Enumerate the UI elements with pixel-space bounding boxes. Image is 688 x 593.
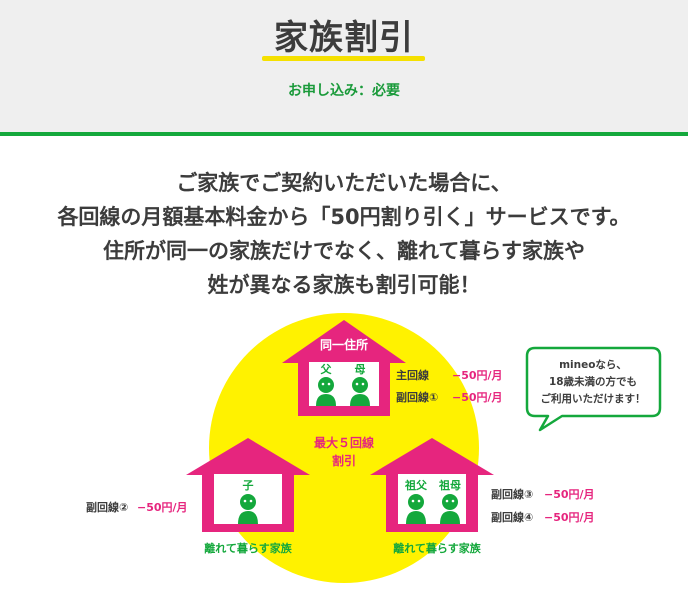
- main-line-discount: −50円/月: [452, 369, 503, 382]
- header-divider: [0, 132, 688, 136]
- sub-line-3-discount: −50円/月: [544, 488, 595, 501]
- title-underline: [262, 56, 425, 61]
- person-mother-label: 母: [355, 363, 366, 376]
- lead-line-4: 姓が異なる家族も割引可能！: [207, 273, 481, 297]
- person-child-label: 子: [243, 479, 254, 492]
- sub-line-1-discount: −50円/月: [452, 391, 503, 404]
- lead-line-2: 各回線の月額基本料金から「50円割り引く」サービスです。: [57, 205, 631, 229]
- bubble-line-1: mineoなら、: [559, 359, 627, 371]
- house-top-label: 同一住所: [320, 337, 368, 352]
- max-lines-label: 最大５回線: [314, 435, 374, 450]
- speech-bubble-shape: [525, 346, 662, 432]
- discount-label: 割引: [332, 453, 356, 468]
- sub-line-2-name: 副回線②: [86, 500, 128, 514]
- sub-line-2-discount: −50円/月: [137, 501, 188, 514]
- house-right: 祖父 祖母: [370, 438, 494, 532]
- bubble-line-2: 18歳未満の方でも: [549, 375, 637, 388]
- sub-line-1-name: 副回線①: [396, 390, 438, 404]
- house-left: 子: [186, 438, 310, 532]
- lead-line-1: ご家族でご契約いただいた場合に、: [176, 171, 512, 195]
- person-mother-icon: [350, 377, 370, 406]
- speech-bubble: mineoなら、 18歳未満の方でも ご利用いただけます！: [525, 346, 662, 432]
- sub-line-4-discount: −50円/月: [544, 511, 595, 524]
- apply-note: お申し込み：必要: [288, 83, 400, 99]
- house-top: 同一住所 父 母: [282, 320, 406, 416]
- lead-text: ご家族でご契約いただいた場合に、 各回線の月額基本料金から「50円割り引く」サー…: [0, 166, 688, 302]
- bubble-line-3: ご利用いただけます！: [541, 392, 646, 405]
- family-discount-diagram: 同一住所 父 母 主回線 −50円/月 副回線① −50円/月 最大５回線 割引…: [86, 313, 662, 583]
- sub-line-3-name: 副回線③: [491, 487, 533, 501]
- person-child-icon: [238, 494, 258, 524]
- house-left-caption: 離れて暮らす家族: [204, 541, 292, 555]
- person-grandfather-icon: [406, 494, 426, 524]
- page-title: 家族割引: [274, 18, 414, 58]
- main-line-name: 主回線: [396, 368, 429, 382]
- person-grandmother-label: 祖母: [438, 478, 461, 492]
- sub-line-4-name: 副回線④: [491, 510, 533, 524]
- person-grandmother-icon: [440, 494, 460, 524]
- person-grandfather-label: 祖父: [404, 478, 428, 492]
- person-father-label: 父: [320, 363, 333, 376]
- person-father-icon: [316, 377, 336, 406]
- header-band: [0, 0, 688, 132]
- house-right-caption: 離れて暮らす家族: [393, 541, 481, 555]
- lead-line-3: 住所が同一の家族だけでなく、離れて暮らす家族や: [103, 239, 585, 263]
